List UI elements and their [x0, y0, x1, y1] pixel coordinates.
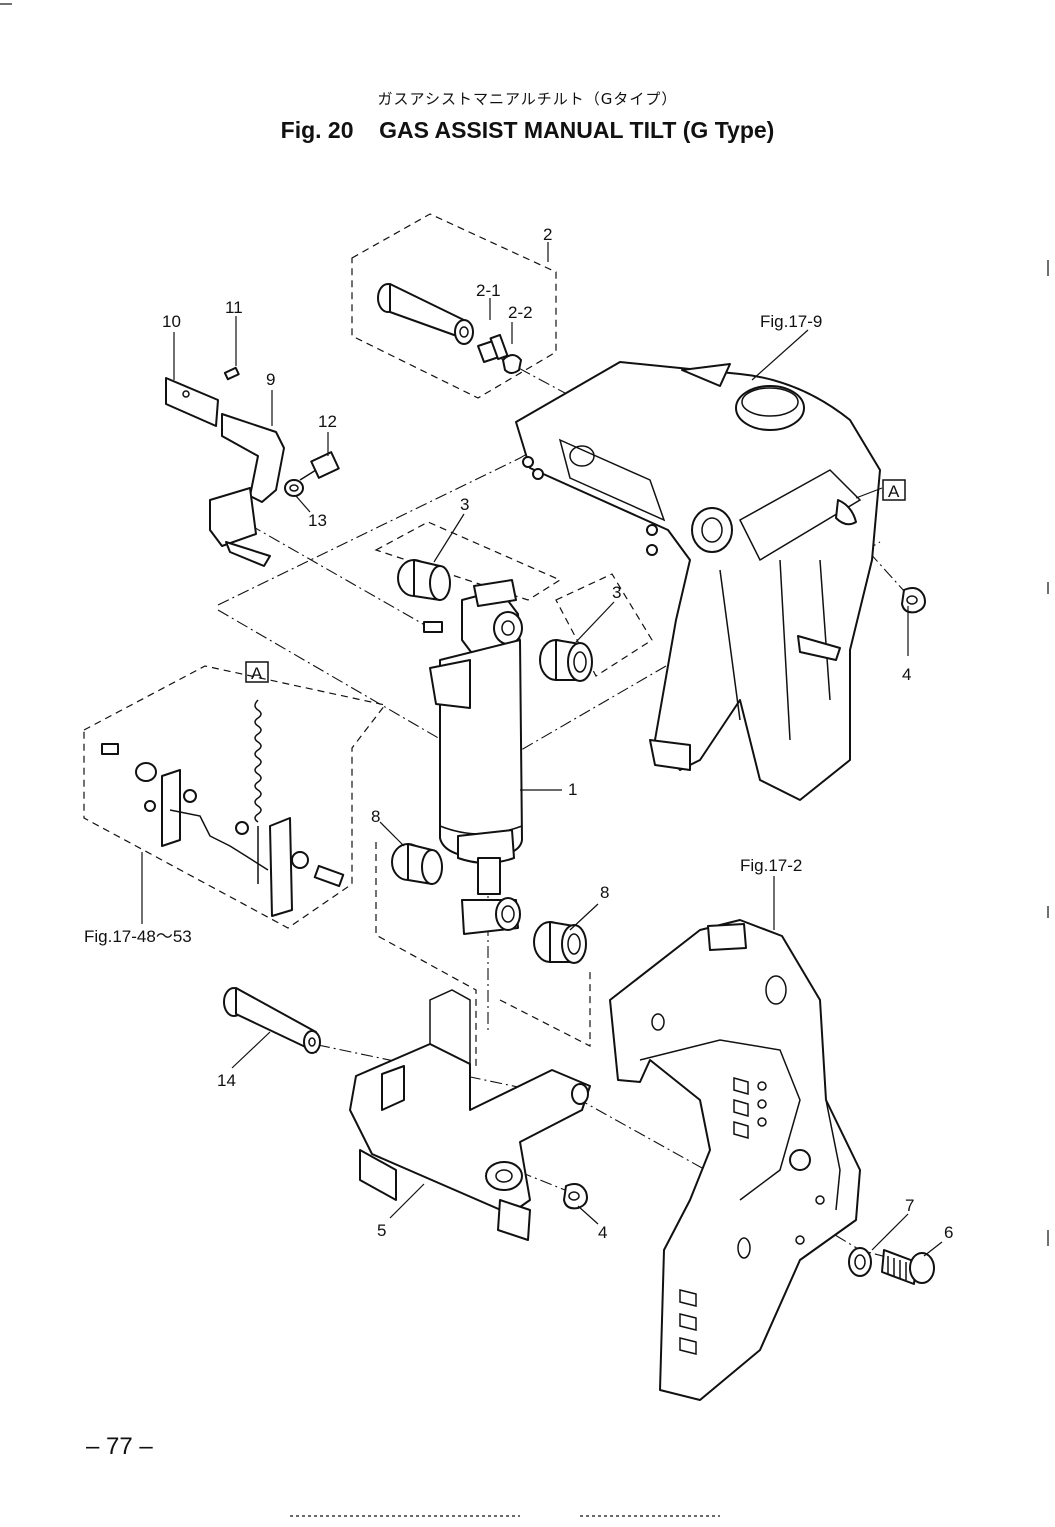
bushing-part-3-upper [397, 559, 451, 601]
figure-title-text: GAS ASSIST MANUAL TILT (G Type) [379, 117, 775, 143]
pin-part-14 [223, 987, 321, 1054]
washer-part-7 [848, 1247, 872, 1277]
label-part-4-lower: 4 [598, 1223, 607, 1242]
plate-part-10 [165, 377, 219, 427]
cap-part-2-2 [502, 354, 522, 374]
bolt-part-12 [299, 451, 340, 481]
nut-part-13 [284, 479, 304, 497]
label-part-7: 7 [905, 1196, 914, 1215]
label-part-3-upper: 3 [460, 495, 469, 514]
assembly-line-clip-4-lower [519, 1171, 566, 1191]
bushing-part-8-upper [391, 843, 443, 885]
label-fig-17-48-53: Fig.17-48～53 [84, 927, 192, 946]
label-part-8-lower: 8 [600, 883, 609, 902]
bracket-part-9 [209, 413, 285, 567]
group-box-part-8 [375, 842, 477, 1068]
leader-part-8-lower [569, 903, 599, 931]
reference-box-a-right [882, 479, 906, 501]
bolt-part-6 [881, 1249, 935, 1285]
label-part-10: 10 [162, 312, 181, 331]
label-part-4-upper: 4 [902, 665, 911, 684]
group-box-part-8-right [499, 968, 591, 1047]
grease-nipple-part-2-1 [477, 333, 509, 363]
leader-box-a-right [855, 487, 883, 499]
page-number: – 77 – [86, 1433, 153, 1460]
label-part-2-2: 2-2 [508, 303, 533, 322]
group-box-spring-link [83, 665, 387, 929]
tilt-lever-part-5 [349, 989, 591, 1241]
label-part-14: 14 [217, 1071, 236, 1090]
label-part-11: 11 [225, 298, 243, 317]
label-part-12: 12 [318, 412, 337, 431]
label-part-13: 13 [308, 511, 327, 530]
clip-part-4-lower [563, 1183, 588, 1210]
label-fig-17-2: Fig.17-2 [740, 856, 802, 875]
reference-a-right-label: A [888, 482, 900, 501]
gas-cylinder-part-1 [423, 579, 523, 935]
label-part-1: 1 [568, 780, 577, 799]
leader-part-3-lower [575, 601, 615, 643]
label-fig-17-9: Fig.17-9 [760, 312, 822, 331]
leader-part-13 [295, 495, 311, 513]
bushing-part-8-lower [533, 921, 587, 964]
link-rod-assembly [101, 743, 345, 917]
leader-part-4-lower [577, 1205, 599, 1225]
figure-title: Fig. 20 GAS ASSIST MANUAL TILT (G Type) [0, 117, 1055, 144]
label-part-6: 6 [944, 1223, 953, 1242]
leader-part-6 [923, 1241, 943, 1257]
label-part-9: 9 [266, 370, 275, 389]
leader-part-5 [389, 1183, 425, 1219]
bushing-part-3-lower [539, 639, 593, 682]
label-part-2: 2 [543, 225, 552, 244]
group-box-part-3-upper [374, 521, 562, 601]
figure-number: Fig. 20 [280, 117, 354, 143]
reference-box-a-left [245, 661, 269, 683]
leader-part-8-upper [379, 821, 405, 847]
leader-fig-17-9 [751, 329, 809, 381]
pin-part-2 [377, 283, 474, 345]
reference-a-left-label: A [251, 664, 263, 683]
swivel-bracket-fig-17-9 [515, 361, 881, 801]
leader-part-3-upper [433, 513, 465, 563]
label-part-5: 5 [377, 1221, 386, 1240]
title-japanese: ガスアシストマニアルチルト（Gタイプ） [377, 90, 678, 108]
group-box-part-2 [351, 213, 557, 399]
label-part-8-upper: 8 [371, 807, 380, 826]
screw-part-11 [223, 366, 240, 381]
leader-part-14 [231, 1031, 271, 1069]
return-spring [254, 699, 262, 884]
clip-part-4-upper [901, 587, 926, 614]
label-part-3-lower: 3 [612, 583, 621, 602]
label-part-2-1: 2-1 [476, 281, 501, 300]
clamp-bracket-fig-17-2 [609, 919, 861, 1401]
leader-part-7 [871, 1213, 909, 1251]
